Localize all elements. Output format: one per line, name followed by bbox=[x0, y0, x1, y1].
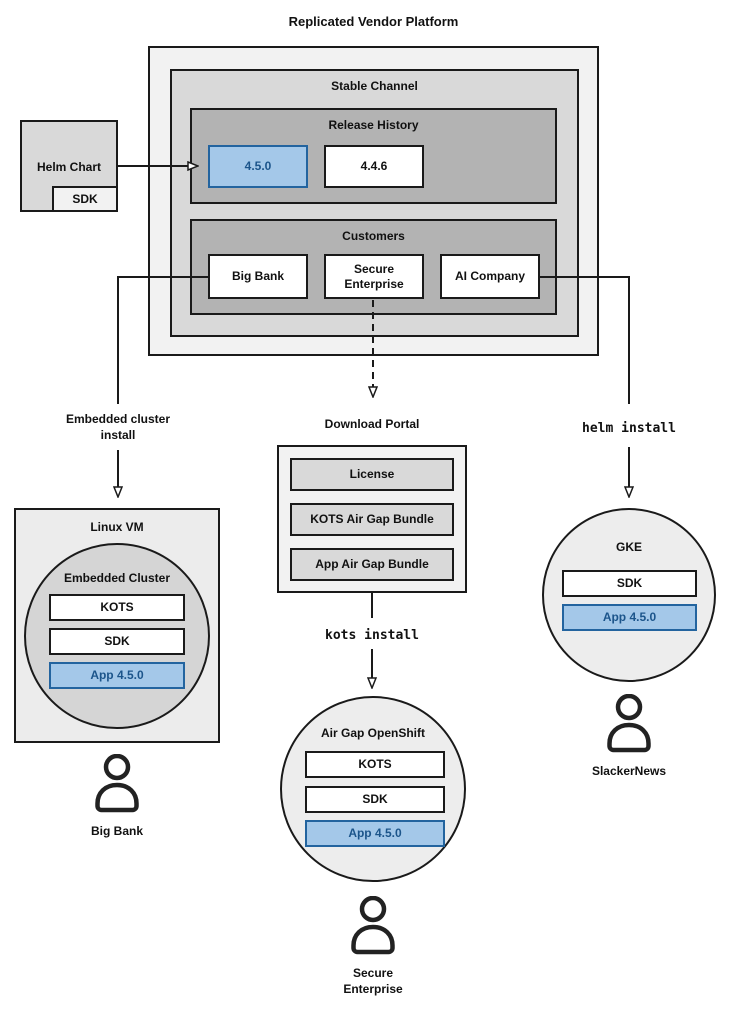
portal-app-bundle-label: App Air Gap Bundle bbox=[315, 557, 429, 571]
air-gap-openshift-label: Air Gap OpenShift bbox=[320, 726, 425, 740]
portal-license-box: License bbox=[290, 458, 454, 491]
openshift-sdk-label: SDK bbox=[362, 792, 388, 806]
embedded-sdk-label: SDK bbox=[104, 634, 130, 648]
release-450-label: 4.5.0 bbox=[244, 159, 272, 173]
gke-sdk-box: SDK bbox=[562, 570, 697, 597]
release-history-label: Release History bbox=[328, 118, 419, 132]
helm-chart-sdk-box: SDK bbox=[52, 186, 118, 212]
secure-enterprise-user-label: Secure Enterprise bbox=[343, 966, 403, 996]
embedded-sdk-box: SDK bbox=[49, 628, 185, 655]
linux-vm-box: Linux VM Embedded Cluster KOTS SDK App 4… bbox=[14, 508, 220, 743]
diagram-title: Replicated Vendor Platform bbox=[288, 14, 459, 29]
portal-kots-bundle-label: KOTS Air Gap Bundle bbox=[310, 512, 434, 526]
embedded-kots-label: KOTS bbox=[100, 600, 134, 614]
customer-ai-company-label: AI Company bbox=[454, 269, 525, 283]
portal-kots-bundle-box: KOTS Air Gap Bundle bbox=[290, 503, 454, 536]
platform-box: Stable Channel Release History 4.5.0 4.4… bbox=[148, 46, 599, 356]
slackernews-person-icon bbox=[605, 693, 653, 756]
gke-circle: GKE SDK App 4.5.0 bbox=[542, 508, 716, 682]
helm-chart-sdk-label: SDK bbox=[72, 191, 98, 206]
customer-ai-company-box: AI Company bbox=[440, 254, 540, 299]
gke-label: GKE bbox=[615, 540, 642, 554]
embedded-app-box: App 4.5.0 bbox=[49, 662, 185, 689]
openshift-kots-label: KOTS bbox=[358, 757, 392, 771]
openshift-sdk-box: SDK bbox=[305, 786, 445, 813]
slackernews-user-label: SlackerNews bbox=[591, 764, 667, 778]
customers-box: Customers Big Bank Secure Enterprise AI … bbox=[190, 219, 557, 315]
embedded-cluster-install-label: Embedded cluster install bbox=[65, 412, 171, 442]
big-bank-person-icon bbox=[93, 753, 141, 816]
gke-app-box: App 4.5.0 bbox=[562, 604, 697, 631]
customer-secure-enterprise-label: Secure Enterprise bbox=[344, 261, 404, 291]
stable-channel-box: Stable Channel Release History 4.5.0 4.4… bbox=[170, 69, 579, 337]
customer-big-bank-label: Big Bank bbox=[231, 269, 284, 283]
customer-big-bank-box: Big Bank bbox=[208, 254, 308, 299]
customer-secure-enterprise-box: Secure Enterprise bbox=[324, 254, 424, 299]
helm-chart-label: Helm Chart bbox=[36, 160, 101, 174]
openshift-app-label: App 4.5.0 bbox=[348, 826, 402, 840]
customers-label: Customers bbox=[342, 229, 405, 243]
air-gap-openshift-circle: Air Gap OpenShift KOTS SDK App 4.5.0 bbox=[280, 696, 466, 882]
linux-vm-label: Linux VM bbox=[90, 520, 144, 534]
embedded-cluster-label: Embedded Cluster bbox=[63, 571, 171, 585]
release-446-label: 4.4.6 bbox=[360, 159, 388, 173]
download-portal-title: Download Portal bbox=[324, 417, 420, 431]
release-450-box: 4.5.0 bbox=[208, 145, 308, 188]
secure-enterprise-person-icon bbox=[349, 895, 397, 958]
stable-channel-label: Stable Channel bbox=[331, 79, 418, 93]
gke-sdk-label: SDK bbox=[616, 576, 643, 590]
gke-app-label: App 4.5.0 bbox=[602, 610, 657, 624]
embedded-cluster-circle: Embedded Cluster KOTS SDK App 4.5.0 bbox=[24, 543, 210, 729]
release-446-box: 4.4.6 bbox=[324, 145, 424, 188]
release-history-box: Release History 4.5.0 4.4.6 bbox=[190, 108, 557, 204]
download-portal-box: License KOTS Air Gap Bundle App Air Gap … bbox=[277, 445, 467, 593]
openshift-app-box: App 4.5.0 bbox=[305, 820, 445, 847]
helm-chart-box: Helm Chart SDK bbox=[20, 120, 118, 212]
embedded-app-label: App 4.5.0 bbox=[90, 668, 144, 682]
portal-app-bundle-box: App Air Gap Bundle bbox=[290, 548, 454, 581]
openshift-kots-box: KOTS bbox=[305, 751, 445, 778]
helm-install-command: helm install bbox=[582, 421, 676, 436]
big-bank-user-label: Big Bank bbox=[90, 824, 143, 838]
portal-license-label: License bbox=[349, 467, 395, 481]
kots-install-command: kots install bbox=[325, 628, 419, 643]
embedded-kots-box: KOTS bbox=[49, 594, 185, 621]
